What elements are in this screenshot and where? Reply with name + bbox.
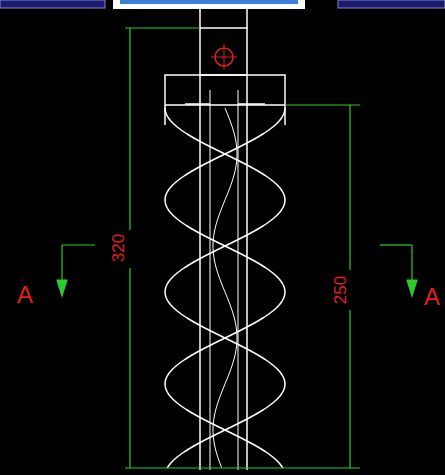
section-line <box>380 244 412 245</box>
title-bar <box>338 0 445 8</box>
dimension-line <box>349 105 350 270</box>
shaft-head <box>200 28 247 75</box>
extension-line <box>125 27 200 28</box>
extension-line <box>285 104 360 105</box>
title-bar <box>0 0 105 8</box>
dimension-text: 320 <box>110 234 127 262</box>
helix-curve <box>165 108 285 468</box>
dimension-line <box>349 310 350 468</box>
dimension-line <box>129 268 130 468</box>
section-label: A <box>17 283 33 307</box>
flange <box>165 75 285 105</box>
shaft-line <box>199 8 201 28</box>
section-label: A <box>424 285 440 309</box>
dimension-line <box>129 28 130 230</box>
helix-edge <box>164 105 166 125</box>
dimension-text: 250 <box>332 276 349 304</box>
section-arrow <box>407 280 417 296</box>
shaft-line <box>246 75 248 470</box>
title-bar <box>113 0 305 9</box>
shaft-line <box>199 75 201 470</box>
flange-mark <box>185 103 210 105</box>
section-arrow <box>57 280 67 296</box>
flange-mark <box>238 103 265 105</box>
section-line <box>411 245 412 282</box>
extension-line <box>125 467 360 468</box>
section-line <box>62 244 95 245</box>
center-mark <box>224 44 225 70</box>
section-line <box>61 245 62 282</box>
shaft-line <box>246 8 248 28</box>
helix-curve <box>165 108 285 468</box>
title-bar <box>120 0 298 4</box>
helix-edge <box>284 105 286 125</box>
helix-curve <box>213 108 237 468</box>
